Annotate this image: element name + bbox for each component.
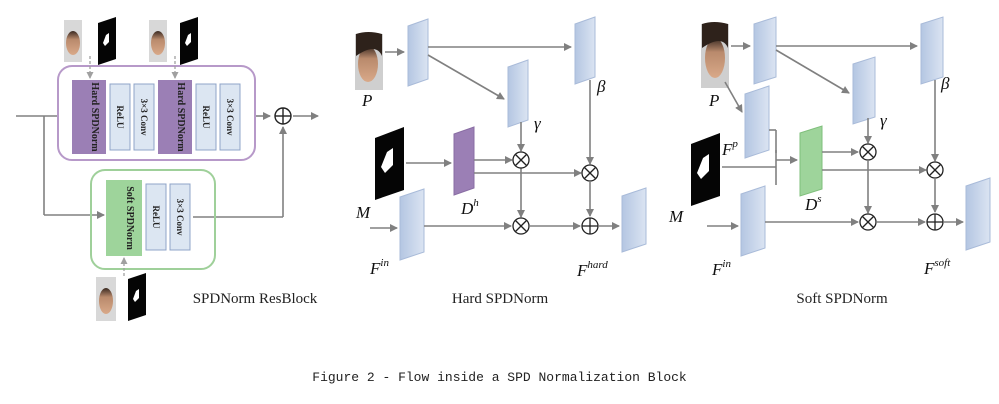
hard-spdnorm-block-1	[72, 80, 106, 154]
soft-feature-p	[753, 16, 777, 85]
soft-feature-out	[965, 177, 991, 251]
hard-mult-node-2	[581, 164, 599, 182]
hard-label-m: M	[355, 203, 371, 222]
soft-spdnorm-label: Soft SPDNorm	[124, 186, 135, 250]
hard-arrows	[370, 43, 620, 232]
soft-mult-node-3	[859, 213, 877, 231]
hard-feature-out	[621, 187, 647, 253]
relu-label-2: ReLU	[201, 106, 211, 129]
soft-mult-node-1	[859, 143, 877, 161]
hard-feature-gamma	[507, 59, 529, 128]
hard-spdnorm-block-2	[158, 80, 192, 154]
conv-block-1	[133, 83, 155, 151]
hard-label-p: P	[361, 91, 372, 110]
conv-block-2	[219, 83, 241, 151]
hard-spdnorm-label-1: Hard SPDNorm	[89, 82, 100, 152]
hard-add-node	[581, 217, 599, 235]
soft-spdnorm-block	[106, 180, 142, 256]
relu-block-2	[195, 83, 217, 151]
soft-label-beta: β	[940, 74, 950, 93]
soft-mult-node-2	[926, 161, 944, 179]
soft-label-p: P	[708, 91, 719, 110]
resblock-face-2	[149, 20, 167, 62]
soft-label-ds: Ds	[804, 193, 822, 214]
relu-block-3	[145, 183, 167, 251]
resblock-mask-2	[180, 17, 198, 65]
hard-panel-label: Hard SPDNorm	[452, 291, 549, 307]
resblock-panel-label: SPDNorm ResBlock	[193, 291, 318, 307]
hard-feature-p	[407, 18, 429, 87]
soft-feature-beta	[920, 16, 944, 85]
hard-label-dh: Dh	[460, 197, 479, 218]
soft-mask	[691, 133, 720, 206]
soft-label-fp: Fp	[721, 138, 738, 159]
resblock-sum-node	[274, 107, 292, 125]
hard-face	[355, 32, 383, 90]
soft-label-m: M	[668, 207, 684, 226]
hard-feature-fin	[399, 188, 425, 261]
hard-feature-dh	[453, 126, 475, 196]
hard-feature-beta	[574, 16, 596, 85]
resblock-mask-1	[98, 17, 116, 65]
hard-label-fin: Fin	[369, 257, 389, 278]
hard-label-fout: Fhard	[576, 259, 608, 280]
conv-block-3	[169, 183, 191, 251]
resblock-face-3	[96, 277, 116, 321]
figure-caption: Figure 2 - Flow inside a SPD Normalizati…	[312, 370, 687, 385]
soft-add-node	[926, 213, 944, 231]
soft-label-gamma: γ	[880, 111, 888, 130]
soft-feature-fin	[740, 185, 766, 257]
conv-label-1: 3×3 Conv	[139, 99, 149, 136]
conv-label-3: 3×3 Conv	[175, 199, 185, 236]
soft-resblock-container	[90, 169, 216, 270]
hard-mult-node-3	[512, 217, 530, 235]
soft-panel-label: Soft SPDNorm	[796, 291, 888, 307]
hard-spdnorm-label-2: Hard SPDNorm	[175, 82, 186, 152]
resblock-panel	[16, 112, 319, 219]
hard-mult-node-1	[512, 151, 530, 169]
hard-resblock-container	[57, 65, 256, 161]
hard-mask	[375, 127, 404, 200]
soft-arrows	[707, 42, 964, 230]
relu-label-1: ReLU	[115, 106, 125, 129]
soft-label-fin: Fin	[711, 258, 731, 279]
soft-feature-ds	[799, 125, 823, 197]
hard-label-beta: β	[596, 77, 606, 96]
relu-block-1	[109, 83, 131, 151]
resblock-mask-3	[128, 273, 146, 321]
soft-feature-gamma	[852, 56, 876, 125]
hard-label-gamma: γ	[534, 114, 542, 133]
soft-feature-fp	[744, 85, 770, 159]
resblock-face-1	[64, 20, 82, 62]
soft-face	[701, 22, 729, 88]
soft-label-fout: Fsoft	[923, 257, 951, 278]
relu-label-3: ReLU	[151, 206, 161, 229]
conv-label-2: 3×3 Conv	[225, 99, 235, 136]
